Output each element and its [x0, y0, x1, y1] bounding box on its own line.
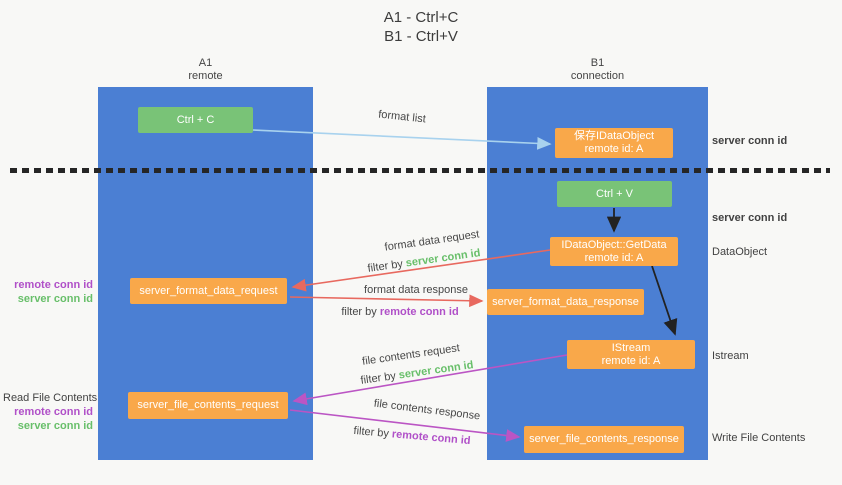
- dataobject-label: DataObject: [712, 246, 768, 258]
- node-getdata-line1: IDataObject::GetData: [561, 238, 667, 251]
- left-labels-format-data: remote conn id server conn id: [3, 278, 93, 306]
- title-line-2: B1 - Ctrl+V: [384, 28, 458, 45]
- arrow-file-contents-request: [292, 354, 568, 406]
- lane-b1-subtitle: connection: [570, 70, 625, 82]
- node-server-format-data-response: server_format_data_response: [487, 289, 644, 315]
- lane-a1-name: A1: [198, 57, 213, 69]
- remote-conn-id-text: remote conn id: [379, 306, 459, 318]
- lane-a1-subtitle: remote: [188, 70, 223, 82]
- node-getdata-line2: remote id: A: [584, 251, 644, 264]
- edge-label-filter-by-remote-conn-id-1: filter by remote conn id: [341, 306, 458, 318]
- lane-header-a1: A1 remote: [98, 57, 313, 83]
- node-ctrl-c: Ctrl + C: [138, 107, 253, 133]
- arrow-format-data-response: [289, 294, 484, 308]
- phase-separator-dotted-line: [10, 168, 830, 173]
- node-idataobject-getdata: IDataObject::GetData remote id: A: [550, 237, 678, 266]
- node-save-idataobject-line2: remote id: A: [584, 143, 644, 155]
- right-server-conn-id-2: server conn id: [712, 212, 788, 224]
- left-server-conn-id-2: server conn id: [17, 420, 93, 432]
- node-server-file-contents-request: server_file_contents_request: [128, 392, 288, 419]
- arrow-format-list: [252, 129, 552, 150]
- left-labels-file-contents: Read File Contents remote conn id server…: [3, 391, 98, 433]
- left-remote-conn-id-2: remote conn id: [14, 406, 93, 418]
- arrow-getdata-to-istream: [651, 265, 678, 336]
- istream-label: Istream: [712, 350, 749, 362]
- node-server-file-contents-response-label: server_file_contents_response: [529, 433, 679, 445]
- node-server-format-data-response-label: server_format_data_response: [492, 295, 639, 308]
- node-ctrl-v: Ctrl + V: [557, 181, 672, 207]
- node-save-idataobject-line1: 保存IDataObject: [573, 130, 655, 142]
- node-istream: IStream remote id: A: [567, 340, 695, 369]
- lane-header-b1: B1 connection: [487, 57, 708, 83]
- node-istream-line2: remote id: A: [601, 354, 661, 367]
- left-remote-conn-id-1: remote conn id: [14, 279, 93, 291]
- lane-b1-name: B1: [590, 57, 605, 69]
- node-server-format-data-request-label: server_format_data_request: [139, 284, 278, 297]
- node-save-idataobject: 保存IDataObject remote id: A: [555, 128, 673, 158]
- node-ctrl-v-label: Ctrl + V: [596, 187, 633, 200]
- arrow-format-data-request: [291, 249, 551, 292]
- edge-label-format-data-response: format data response: [364, 284, 468, 296]
- node-istream-line1: IStream: [611, 341, 651, 354]
- left-server-conn-id-1: server conn id: [17, 293, 93, 305]
- right-server-conn-id-1: server conn id: [712, 135, 788, 147]
- node-server-file-contents-response: server_file_contents_response: [524, 426, 684, 453]
- node-server-format-data-request: server_format_data_request: [130, 278, 287, 304]
- arrow-file-contents-response: [289, 409, 521, 442]
- write-file-contents-label: Write File Contents: [712, 432, 806, 444]
- node-ctrl-c-label: Ctrl + C: [176, 113, 215, 126]
- diagram-title: A1 - Ctrl+C B1 - Ctrl+V: [0, 8, 842, 46]
- title-line-1: A1 - Ctrl+C: [383, 9, 459, 26]
- node-server-file-contents-request-label: server_file_contents_request: [137, 399, 279, 411]
- filter-by-text: filter by: [341, 306, 377, 318]
- read-file-contents-label: Read File Contents: [3, 392, 98, 404]
